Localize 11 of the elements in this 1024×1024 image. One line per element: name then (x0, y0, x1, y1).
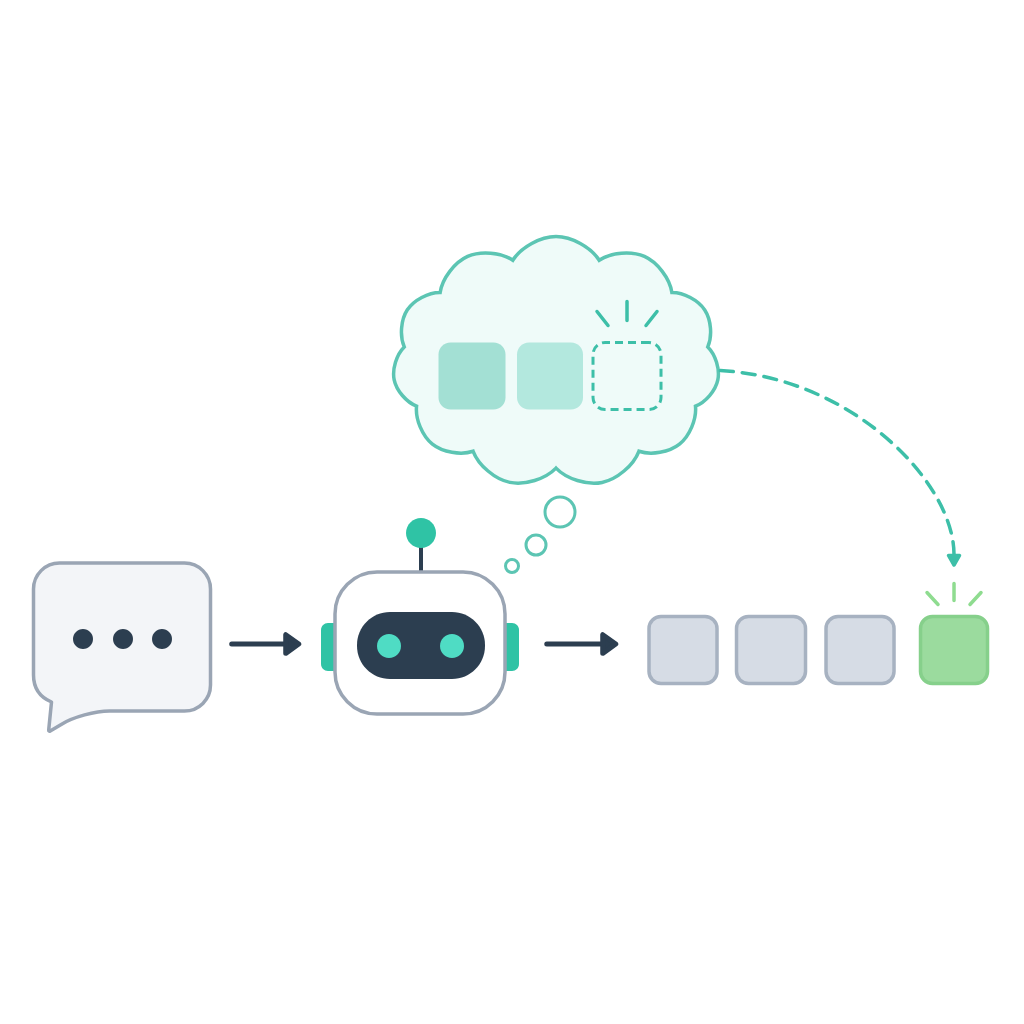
dashed-square (591, 341, 663, 411)
arrow (229, 632, 302, 656)
rounded-square (517, 342, 583, 410)
rounded-square (438, 342, 506, 410)
dashed-arrow (718, 368, 962, 567)
speech-bubble (31, 561, 213, 733)
rounded-square (918, 614, 990, 686)
rounded-square (824, 614, 896, 686)
rounded-square (647, 614, 719, 686)
rounded-square (734, 614, 808, 686)
arrow (544, 632, 619, 656)
